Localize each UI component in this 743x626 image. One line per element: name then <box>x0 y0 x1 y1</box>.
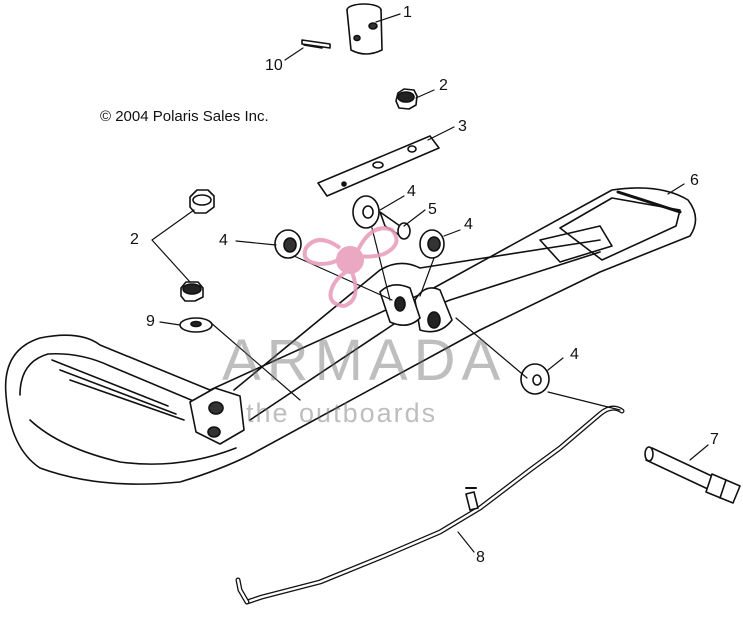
callout-3: 3 <box>458 118 467 135</box>
copyright-notice: © 2004 Polaris Sales Inc. <box>100 108 269 125</box>
cotter-pin-icon <box>301 39 331 49</box>
carbide-runner-icon <box>235 405 625 605</box>
callout-8: 8 <box>476 549 485 566</box>
wear-plate-icon <box>317 135 440 197</box>
bushing-icon <box>379 211 411 240</box>
callout-4: 4 <box>407 183 416 200</box>
washer-icon <box>520 363 550 395</box>
lock-nut-icon <box>180 189 215 302</box>
callout-4: 4 <box>219 232 228 249</box>
washer-icon <box>352 195 380 229</box>
callout-4: 4 <box>464 216 473 233</box>
callout-6: 6 <box>690 172 699 189</box>
callout-2: 2 <box>130 231 139 248</box>
flat-washer-icon <box>179 317 213 333</box>
armada-logo-icon <box>302 226 399 309</box>
callout-9: 9 <box>146 313 155 330</box>
washer-icon <box>274 229 302 259</box>
watermark-title: ARMADA <box>222 328 507 393</box>
watermark-subtitle: the outboards <box>246 398 438 428</box>
spindle-tube-icon <box>346 3 383 55</box>
lock-nut-icon <box>395 88 418 110</box>
bolt-icon <box>644 446 741 504</box>
callout-5: 5 <box>428 201 437 218</box>
callout-4: 4 <box>570 346 579 363</box>
washer-icon <box>419 229 445 259</box>
callout-7: 7 <box>710 431 719 448</box>
callout-1: 1 <box>403 4 412 21</box>
leader-lines <box>151 13 709 553</box>
callout-10: 10 <box>265 57 283 74</box>
callout-2: 2 <box>439 77 448 94</box>
